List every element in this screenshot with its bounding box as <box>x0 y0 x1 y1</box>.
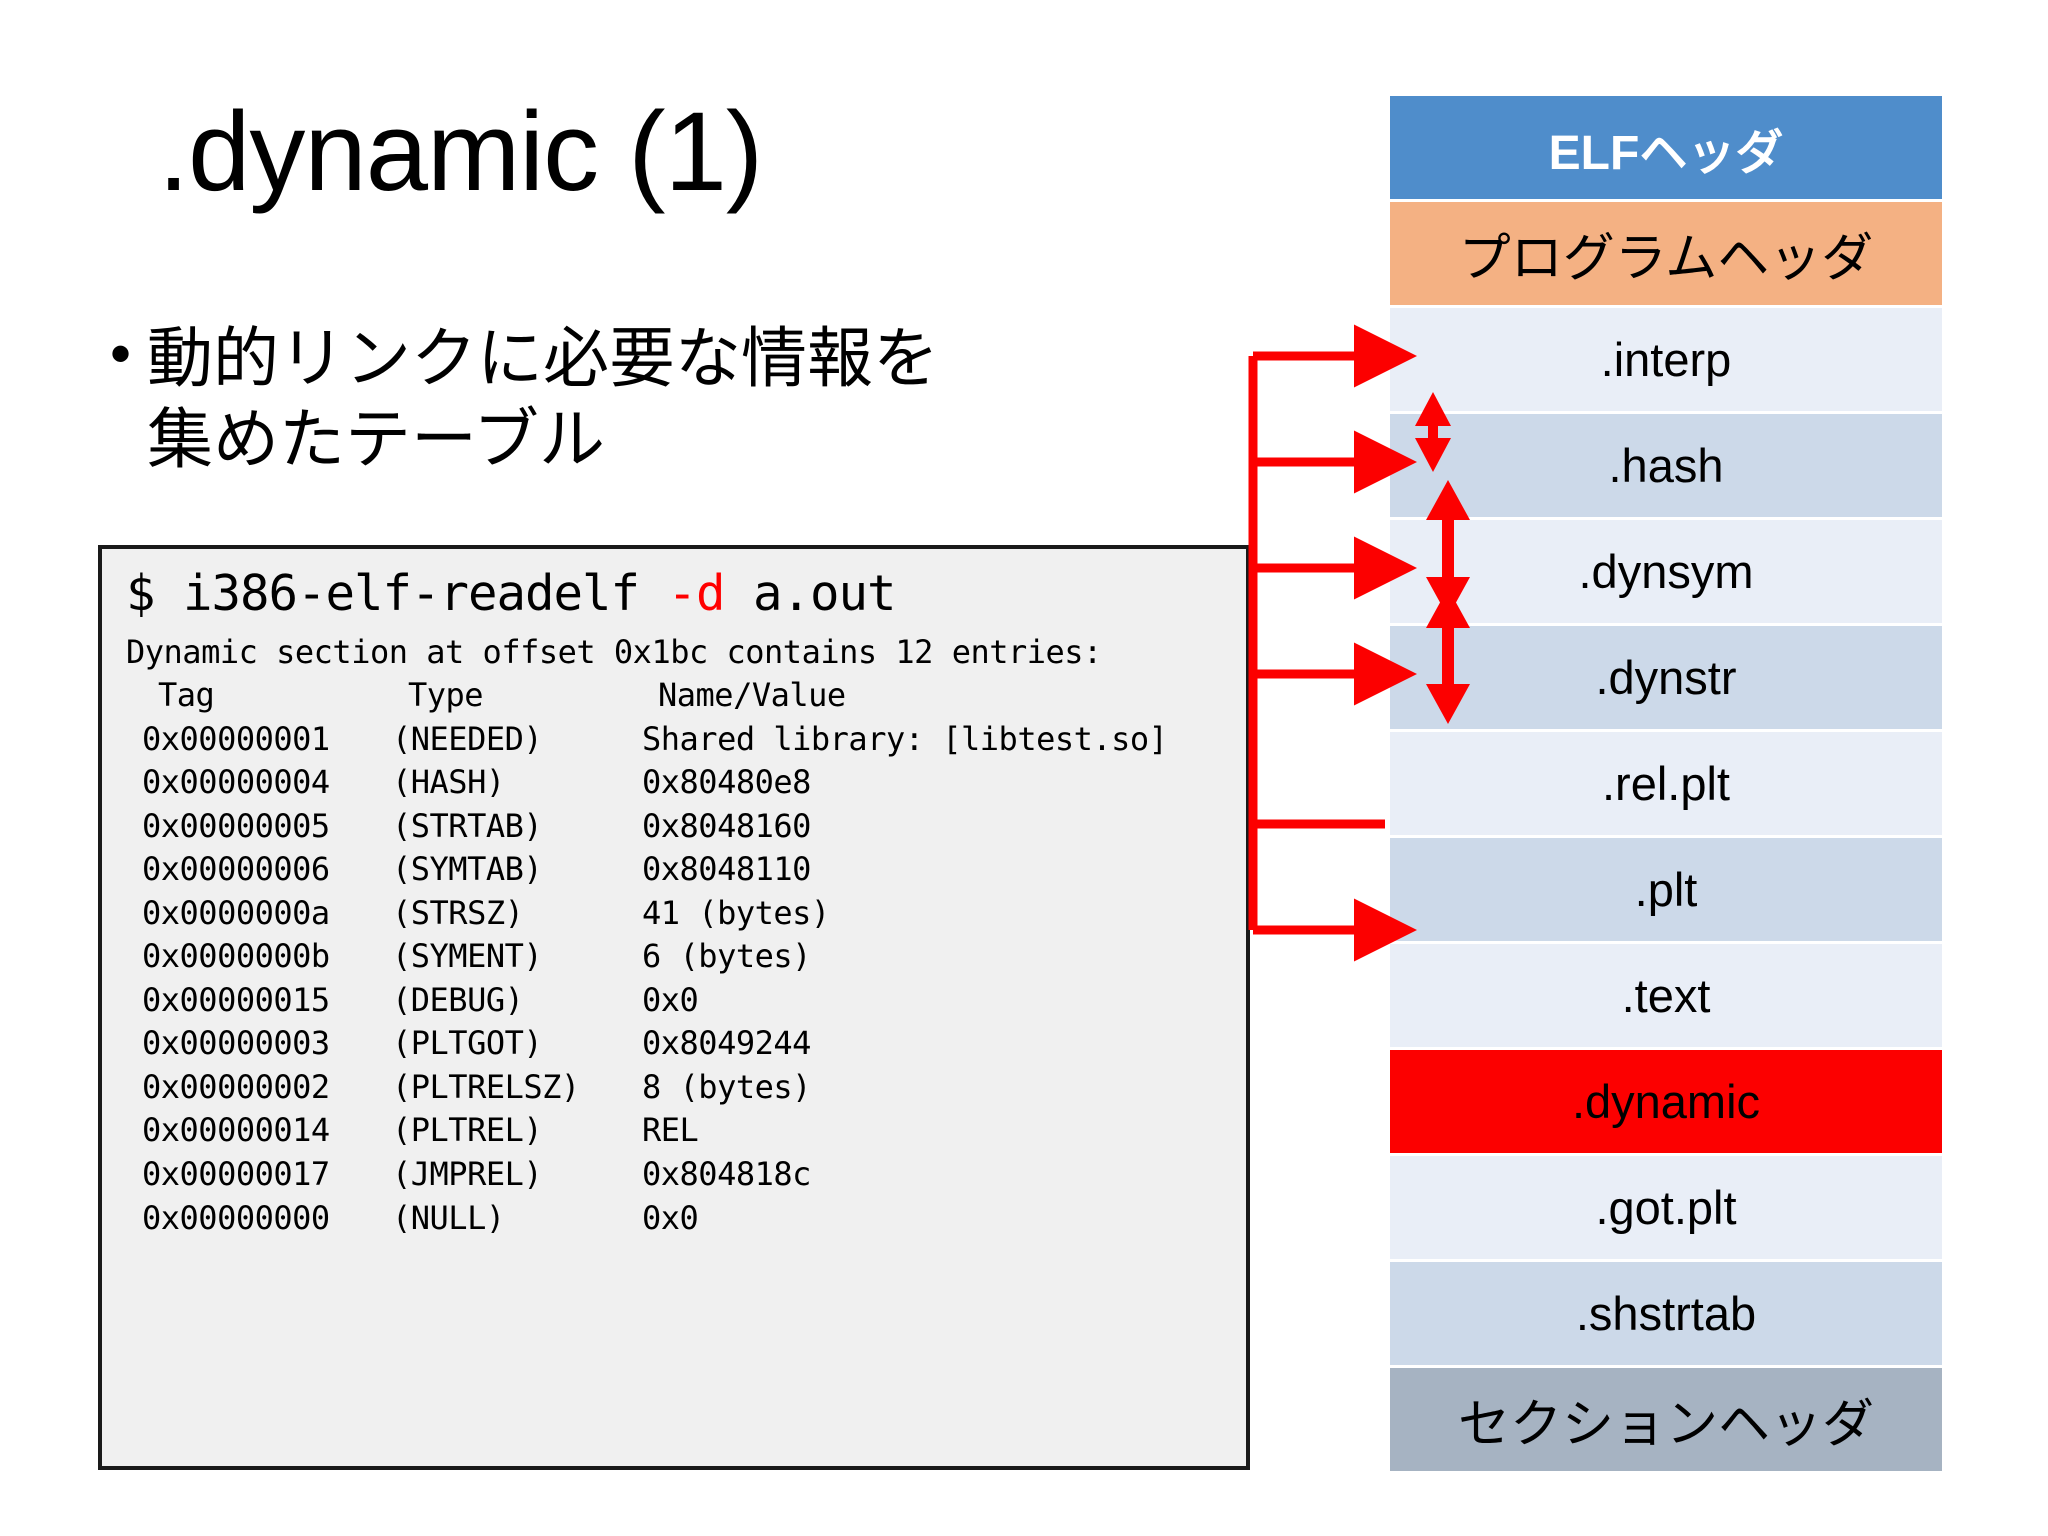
elf-section-label: .dynstr <box>1595 651 1737 704</box>
terminal-flag: -d <box>667 565 726 622</box>
table-row: 0x00000006 (SYMTAB) 0x8048110 <box>126 848 1226 892</box>
page-title: .dynamic (1) <box>158 89 763 214</box>
elf-section-text: .text <box>1390 944 1942 1047</box>
cell-type: (PLTRELSZ) <box>392 1067 580 1106</box>
table-row: 0x00000014 (PLTREL) REL <box>126 1109 1226 1153</box>
cell-tag: 0x00000002 <box>142 1067 330 1106</box>
elf-section-dynamic: .dynamic <box>1390 1050 1942 1153</box>
cell-value: Shared library: [libtest.so] <box>642 719 1168 758</box>
elf-section-label: ELFヘッダ <box>1548 126 1784 180</box>
elf-section-shstrtab: .shstrtab <box>1390 1262 1942 1365</box>
column-header-type: Type <box>408 676 484 715</box>
elf-section-label: .interp <box>1600 333 1732 386</box>
table-row: 0x00000000 (NULL) 0x0 <box>126 1197 1226 1241</box>
cell-value: 0x8049244 <box>642 1024 811 1063</box>
terminal-summary-line: Dynamic section at offset 0x1bc contains… <box>126 632 1102 671</box>
cell-tag: 0x0000000b <box>142 937 330 976</box>
elf-section-plt: .plt <box>1390 838 1942 941</box>
cell-tag: 0x0000000a <box>142 893 330 932</box>
elf-section-interp: .interp <box>1390 308 1942 411</box>
cell-value: REL <box>642 1111 699 1150</box>
cell-tag: 0x00000017 <box>142 1155 330 1193</box>
bullet-text: 動的リンクに必要な情報を集めたテーブル <box>147 321 940 476</box>
elf-section-label: .got.plt <box>1595 1181 1737 1234</box>
table-row: 0x00000001 (NEEDED) Shared library: [libte… <box>126 718 1226 762</box>
elf-section-label: .rel.plt <box>1602 757 1730 810</box>
table-row: 0x00000005 (STRTAB) 0x8048160 <box>126 805 1226 849</box>
cell-value: 0x0 <box>642 1198 699 1237</box>
elf-section-dynstr: .dynstr <box>1390 626 1942 729</box>
cell-tag: 0x00000006 <box>142 850 330 889</box>
cell-type: (PLTREL) <box>392 1111 543 1150</box>
elf-section-dynsym: .dynsym <box>1390 520 1942 623</box>
terminal-prompt: $ <box>126 565 184 622</box>
elf-section-label: .dynsym <box>1578 545 1754 598</box>
bullet-marker-icon: • <box>110 320 132 387</box>
terminal-table-header: Tag Type Name/Value <box>126 674 1226 718</box>
cell-type: (STRSZ) <box>392 893 524 932</box>
table-row: 0x0000000b (SYMENT) 6 (bytes) <box>126 935 1226 979</box>
terminal-argument: a.out <box>724 565 897 622</box>
cell-tag: 0x00000015 <box>142 980 330 1019</box>
elf-section-hash: .hash <box>1390 414 1942 517</box>
cell-value: 6 (bytes) <box>642 937 811 976</box>
terminal-command-line: $ i386-elf-readelf -d a.out <box>126 565 1226 623</box>
cell-type: (STRTAB) <box>392 806 543 845</box>
elf-section-label: .hash <box>1608 439 1724 492</box>
terminal-command: i386-elf-readelf <box>183 565 668 622</box>
cell-value: 8 (bytes) <box>642 1067 811 1106</box>
elf-section-label: .dynamic <box>1571 1075 1761 1128</box>
cell-tag: 0x00000001 <box>142 719 330 758</box>
elf-section-label: .text <box>1621 969 1711 1022</box>
elf-section--: プログラムヘッダ <box>1390 202 1942 305</box>
cell-type: (NULL) <box>392 1198 505 1237</box>
cell-value: 0x0 <box>642 980 699 1019</box>
cell-type: (SYMTAB) <box>392 850 543 889</box>
cell-type: (NEEDED) <box>392 719 543 758</box>
table-row: 0x00000015 (DEBUG) 0x0 <box>126 979 1226 1023</box>
elf-section-label: セクションヘッダ <box>1457 1396 1874 1454</box>
elf-section-label: .plt <box>1634 863 1698 916</box>
column-header-tag: Tag <box>158 676 215 715</box>
elf-section-rel-plt: .rel.plt <box>1390 732 1942 835</box>
elf-section--: セクションヘッダ <box>1390 1368 1942 1471</box>
cell-value: 0x804818c <box>642 1155 811 1193</box>
terminal-table-body: 0x00000001 (NEEDED) Shared library: [libte… <box>126 718 1226 1240</box>
cell-tag: 0x00000000 <box>142 1198 330 1237</box>
table-row: 0x00000004 (HASH) 0x80480e8 <box>126 761 1226 805</box>
cell-value: 0x8048160 <box>642 806 811 845</box>
elf-section-got-plt: .got.plt <box>1390 1156 1942 1259</box>
table-row: 0x00000002 (PLTRELSZ) 8 (bytes) <box>126 1066 1226 1110</box>
cell-value: 0x8048110 <box>642 850 811 889</box>
elf-section-elf-: ELFヘッダ <box>1390 96 1942 199</box>
table-row: 0x00000017 (JMPREL) 0x804818c <box>126 1153 1226 1197</box>
bullet-item: • 動的リンクに必要な情報を集めたテーブル <box>110 318 980 479</box>
terminal-output-box: $ i386-elf-readelf -d a.out Dynamic sect… <box>98 545 1250 1470</box>
table-row: 0x00000003 (PLTGOT) 0x8049244 <box>126 1022 1226 1066</box>
cell-tag: 0x00000014 <box>142 1111 330 1150</box>
cell-type: (JMPREL) <box>392 1155 543 1193</box>
cell-type: (SYMENT) <box>392 937 543 976</box>
cell-value: 41 (bytes) <box>642 893 830 932</box>
elf-section-label: .shstrtab <box>1575 1287 1757 1340</box>
cell-type: (DEBUG) <box>392 980 524 1019</box>
cell-tag: 0x00000004 <box>142 763 330 802</box>
cell-tag: 0x00000005 <box>142 806 330 845</box>
elf-section-label: プログラムヘッダ <box>1458 230 1874 288</box>
cell-value: 0x80480e8 <box>642 763 811 802</box>
table-row: 0x0000000a (STRSZ) 41 (bytes) <box>126 892 1226 936</box>
cell-type: (HASH) <box>392 763 505 802</box>
cell-type: (PLTGOT) <box>392 1024 543 1063</box>
cell-tag: 0x00000003 <box>142 1024 330 1063</box>
column-header-value: Name/Value <box>658 676 846 715</box>
elf-layout-diagram: ELFヘッダプログラムヘッダ .interp .hash .dynsym .dynstr… <box>1390 96 1942 1474</box>
